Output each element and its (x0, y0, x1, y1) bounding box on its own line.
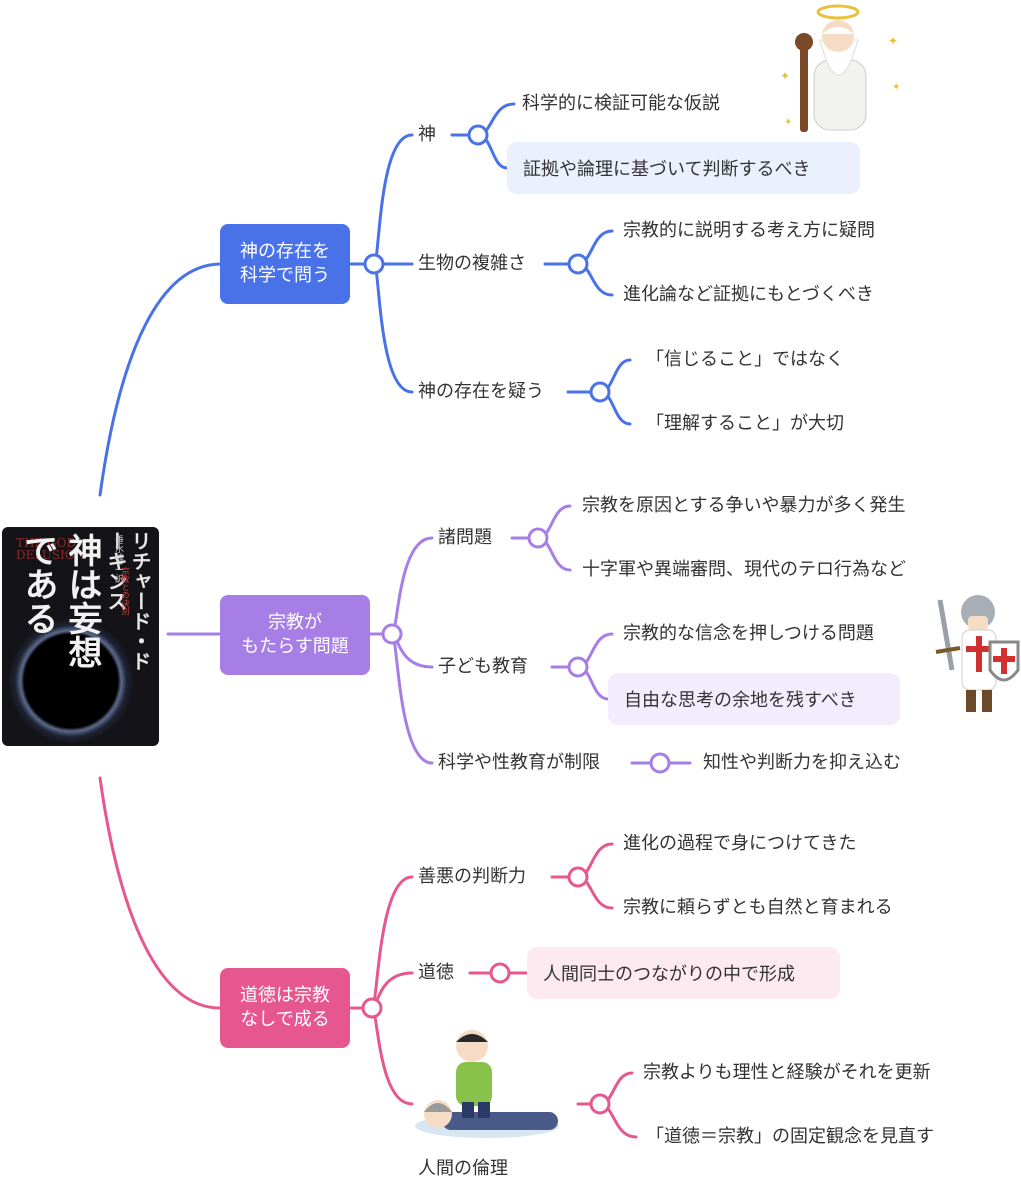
leaf-human-connections[interactable]: 人間同士のつながりの中で形成 (527, 947, 840, 999)
node-doubt-existence[interactable]: 神の存在を疑う (418, 381, 544, 402)
branch-label: 神の存在を 科学で問う (240, 241, 330, 286)
node-knob[interactable] (589, 1093, 611, 1115)
leaf-evolution-evidence[interactable]: 進化論など証拠にもとづくべき (623, 284, 874, 305)
leaf-naturally-nurtured[interactable]: 宗教に頼らずとも自然と育まれる (623, 897, 893, 918)
branch-knob-2[interactable] (361, 997, 383, 1019)
leaf-evidence-logic[interactable]: 証拠や論理に基づいて判断するべき (507, 142, 860, 194)
node-knob[interactable] (567, 253, 589, 275)
leaf-text: 人間同士のつながりの中で形成 (543, 964, 795, 985)
leaf-free-thinking[interactable]: 自由な思考の余地を残すべき (608, 673, 900, 725)
leaf-testable-hypothesis[interactable]: 科学的に検証可能な仮説 (522, 93, 720, 114)
leaf-reason-experience[interactable]: 宗教よりも理性と経験がそれを更新 (643, 1062, 931, 1083)
leaf-understanding[interactable]: 「理解すること」が大切 (646, 413, 844, 434)
branch-box-science[interactable]: 神の存在を 科学で問う (220, 224, 350, 304)
root-connector-2 (98, 776, 222, 1010)
svg-text:✦: ✦ (784, 117, 792, 128)
child-connector (372, 133, 414, 266)
leaf-suppress-intellect[interactable]: 知性や判断力を抑え込む (703, 752, 901, 773)
node-child-education[interactable]: 子ども教育 (438, 656, 528, 677)
node-knob[interactable] (567, 866, 589, 888)
branch-label: 道徳は宗教 なしで成る (240, 985, 330, 1030)
svg-text:✦: ✦ (892, 82, 900, 93)
eclipse-graphic (6, 619, 136, 743)
node-knob[interactable] (649, 752, 671, 774)
node-human-ethics[interactable]: 人間の倫理 (418, 1158, 508, 1179)
child-connector (370, 1006, 414, 1106)
svg-text:✦: ✦ (780, 69, 790, 83)
leaf-not-believing[interactable]: 「信じること」ではなく (646, 349, 844, 370)
leaf-rethink-stereotype[interactable]: 「道徳＝宗教」の固定観念を見直す (646, 1126, 934, 1147)
node-knob[interactable] (567, 656, 589, 678)
node-issues[interactable]: 諸問題 (438, 527, 492, 548)
node-moral-judgment[interactable]: 善悪の判断力 (418, 866, 526, 887)
leaf-conflicts[interactable]: 宗教を原因とする争いや暴力が多く発生 (582, 495, 906, 516)
crusader-knight-icon (935, 595, 1020, 712)
book-english-title: THE GOD DELUSION (16, 536, 86, 562)
child-connector (370, 875, 414, 1010)
book-title: 神は妄想である (18, 533, 102, 669)
node-god[interactable]: 神 (418, 124, 436, 145)
child-connector (372, 262, 414, 394)
child-connector (390, 536, 434, 636)
leaf-evolved[interactable]: 進化の過程で身につけてきた (623, 833, 857, 854)
branch-knob-1[interactable] (381, 623, 403, 645)
cpr-rescue-icon (415, 1030, 559, 1138)
node-knob[interactable] (527, 527, 549, 549)
branch-label: 宗教が もたらす問題 (241, 612, 349, 657)
book-author: リチャード・ドーキンス (104, 531, 152, 671)
leaf-text: 自由な思考の余地を残すべき (624, 690, 857, 711)
book-translator: 垂水雄二 訳 (113, 535, 123, 583)
svg-text:✦: ✦ (888, 34, 898, 48)
root-connector-0 (98, 262, 222, 497)
node-science-restricted[interactable]: 科学や性教育が制限 (438, 752, 600, 773)
book-subtitle: 宗教との決別 (121, 567, 130, 615)
god-elder-icon: ✦ ✦ ✦ ✦ (780, 4, 900, 132)
leaf-religious-explanation[interactable]: 宗教的に説明する考え方に疑問 (623, 220, 875, 241)
leaf-crusades[interactable]: 十字軍や異端審問、現代のテロ行為など (582, 559, 906, 580)
leaf-imposing-beliefs[interactable]: 宗教的な信念を押しつける問題 (623, 623, 874, 644)
child-connector (390, 632, 434, 765)
node-complexity[interactable]: 生物の複雑さ (418, 253, 526, 274)
branch-box-problems[interactable]: 宗教が もたらす問題 (220, 595, 370, 675)
branch-box-morality[interactable]: 道徳は宗教 なしで成る (220, 968, 350, 1048)
node-morality[interactable]: 道徳 (418, 962, 454, 983)
book-cover: THE GOD DELUSION 神は妄想である リチャード・ドーキンス 垂水雄… (2, 527, 159, 746)
branch-knob-0[interactable] (363, 253, 385, 275)
node-knob[interactable] (589, 381, 611, 403)
node-knob[interactable] (467, 124, 489, 146)
node-knob[interactable] (489, 962, 511, 984)
leaf-text: 証拠や論理に基づいて判断するべき (523, 159, 811, 180)
